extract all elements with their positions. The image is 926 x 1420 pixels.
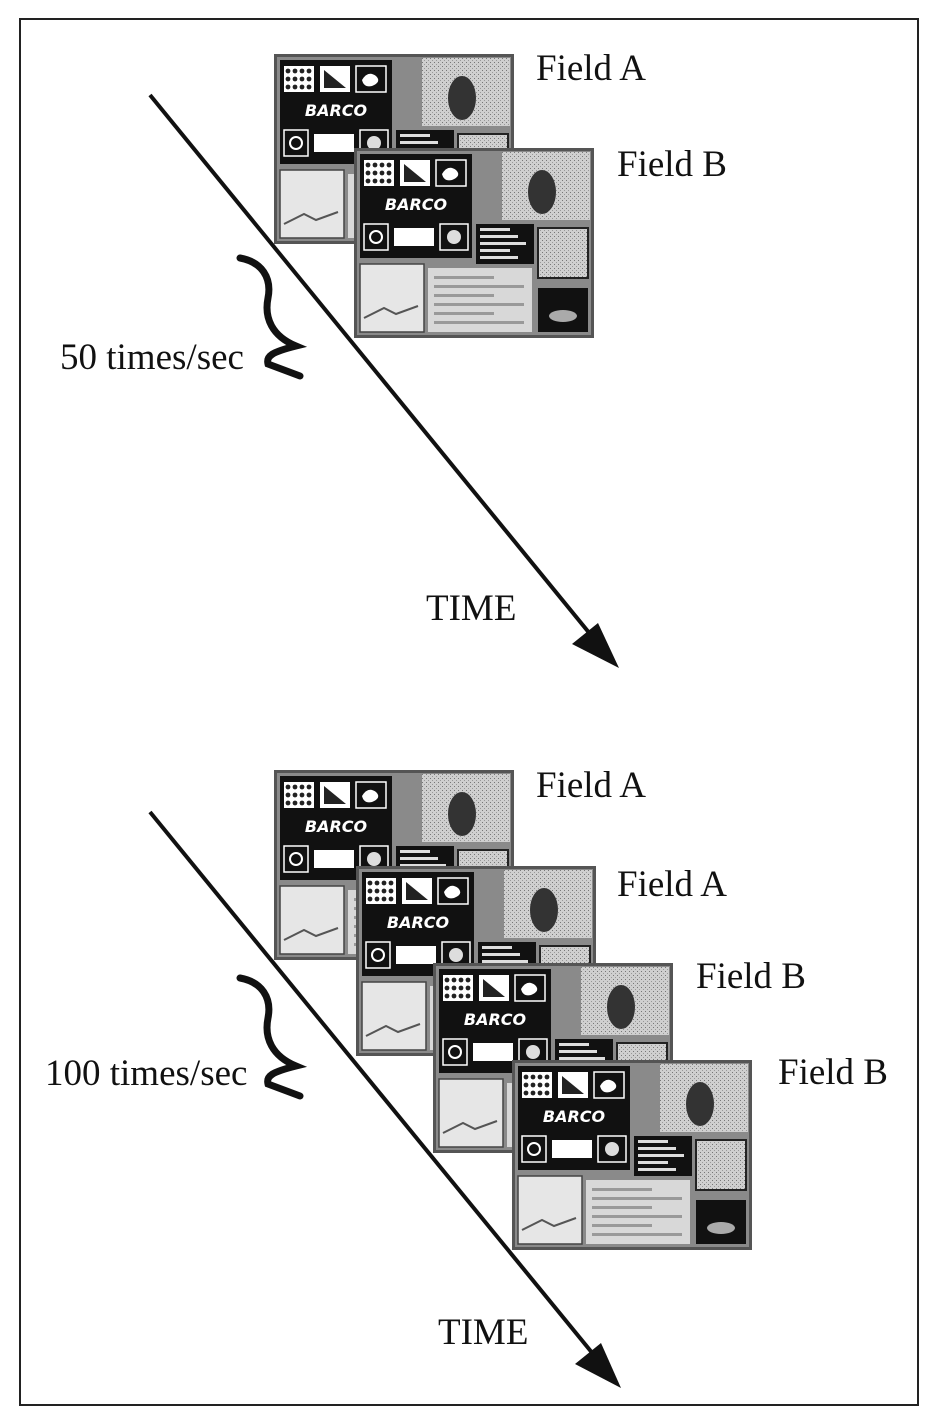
svg-text:BARCO: BARCO: [464, 1010, 527, 1029]
time-arrow-bottom: [148, 810, 600, 1362]
svg-text:BARCO: BARCO: [543, 1107, 606, 1126]
outer-border: [19, 18, 919, 1406]
time-arrowhead-bottom: [575, 1343, 621, 1388]
screen-frame-top-b: BARCO: [354, 148, 594, 338]
field-label-bottom-1: Field A: [536, 765, 646, 806]
field-label-top-2: Field B: [617, 144, 727, 185]
field-label-bottom-4: Field B: [778, 1052, 888, 1093]
time-label-bottom: TIME: [438, 1312, 529, 1353]
screen-frame-bottom-4: BARCO: [512, 1060, 752, 1250]
field-label-top-1: Field A: [536, 48, 646, 89]
time-arrow-top: [148, 93, 597, 642]
svg-text:BARCO: BARCO: [305, 101, 368, 120]
screen-thumbnail: BARCO: [512, 1060, 752, 1250]
svg-text:BARCO: BARCO: [387, 913, 450, 932]
svg-text:BARCO: BARCO: [305, 817, 368, 836]
screen-thumbnail: BARCO: [354, 148, 594, 338]
rate-label-top: 50 times/sec: [60, 337, 244, 378]
time-arrowhead-top: [572, 623, 619, 668]
time-label-top: TIME: [426, 588, 517, 629]
rate-label-bottom: 100 times/sec: [45, 1053, 248, 1094]
field-label-bottom-2: Field A: [617, 864, 727, 905]
brace-bottom: [236, 974, 308, 1100]
field-label-bottom-3: Field B: [696, 956, 806, 997]
brace-top: [236, 254, 308, 380]
svg-text:BARCO: BARCO: [385, 195, 448, 214]
